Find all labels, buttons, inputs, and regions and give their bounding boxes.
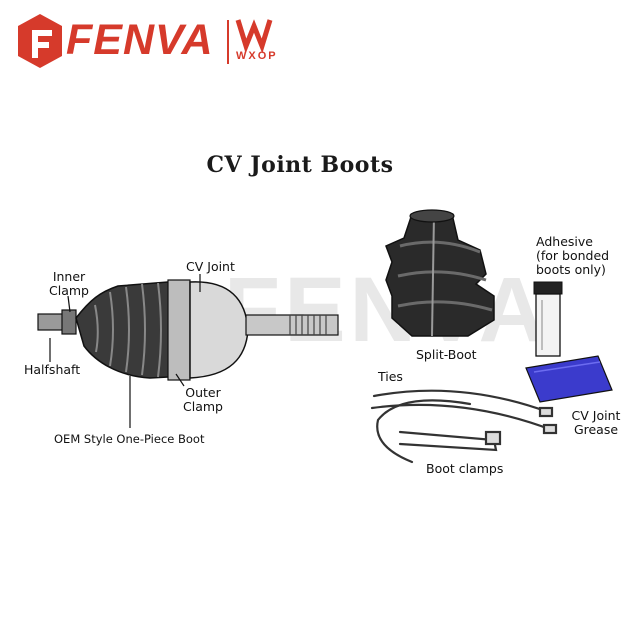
- split-boot-label: Split-Boot: [416, 347, 477, 362]
- cv-joint-label: CV Joint: [186, 259, 235, 274]
- fenva-logo-icon: [18, 14, 273, 68]
- halfshaft-label: Halfshaft: [24, 362, 81, 377]
- boot-clamps-label: Boot clamps: [426, 461, 504, 476]
- adhesive-bottle-illustration: [533, 281, 563, 357]
- cv-grease-label: CV Joint Grease: [571, 408, 621, 437]
- ties-illustration: [370, 389, 558, 435]
- grease-packet-illustration: [525, 355, 613, 403]
- oem-cv-axle-illustration: [37, 279, 339, 381]
- ties-label: Ties: [378, 369, 403, 384]
- diagram-title: CV Joint Boots: [206, 152, 394, 178]
- boot-clamps-illustration: [376, 399, 502, 464]
- leader-lines: [49, 274, 201, 428]
- oem-boot-label: OEM Style One-Piece Boot: [54, 432, 205, 446]
- outer-clamp-label: Outer Clamp: [183, 385, 223, 414]
- adhesive-label: Adhesive (for bonded boots only): [536, 234, 610, 277]
- brand-name: FENVA: [66, 16, 214, 64]
- split-boot-illustration: [385, 209, 495, 337]
- inner-clamp-label: Inner Clamp: [49, 269, 89, 298]
- sub-brand: WXOP: [236, 50, 278, 62]
